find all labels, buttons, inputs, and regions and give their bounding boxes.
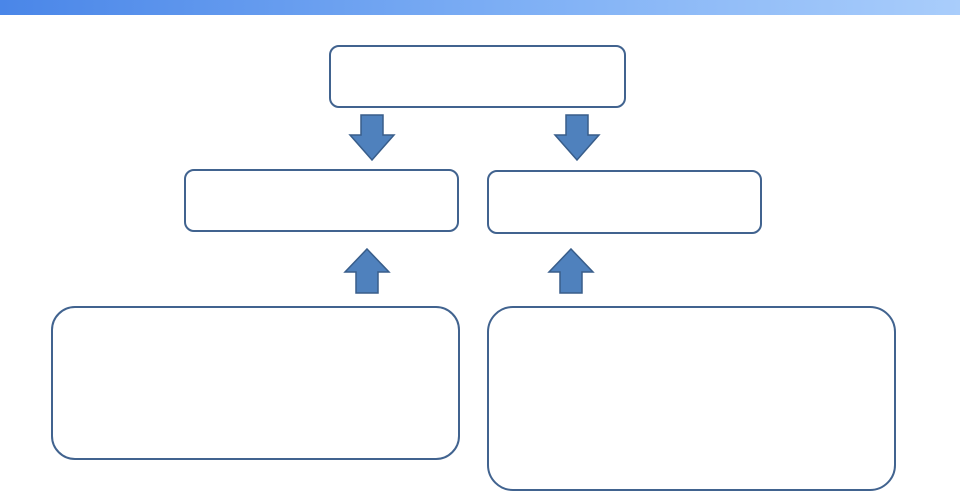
arrow-down-icon <box>552 113 602 163</box>
header-gradient-bar <box>0 0 960 15</box>
diagram-node-mid-left <box>184 169 459 232</box>
diagram-node-bottom-left <box>51 306 460 460</box>
arrow-up-icon <box>546 246 596 296</box>
diagram-node-bottom-right <box>487 306 896 491</box>
diagram-node-mid-right <box>487 170 762 234</box>
arrow-up-icon <box>342 246 392 296</box>
arrow-down-icon <box>347 113 397 163</box>
diagram-node-top <box>329 45 626 108</box>
